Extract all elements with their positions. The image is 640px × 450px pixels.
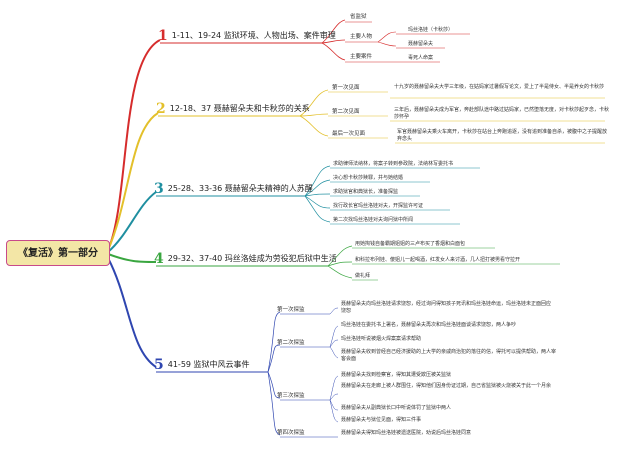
b1-item-maslova: 玛丝洛娃（卡秋莎） [408,27,454,33]
b1-item-nekhlyudov: 聂赫留朵夫 [408,41,434,47]
b3-item-lawyer: 求助律师法纳林，将案子转到参政院，法纳林写委托书 [333,161,454,167]
b5-item-visit-1: 聂赫留朵夫向玛丝洛娃请求饶恕，经过询问得知孩子死讯和玛丝洛娃命运，玛丝洛娃未正面… [341,301,552,314]
branch-2-label: 12-18、37 聂赫留朵夫和卡秋莎的关系 [169,104,310,113]
b2-node-last-meet[interactable]: 最后一次见面 [332,131,366,137]
branch-4-label: 29-32、37-40 玛丝洛娃成为劳役犯后狱中生活 [167,254,337,263]
b5-node-visit-4[interactable]: 第四次探监 [277,430,305,436]
branch-4-number: 4 [154,251,164,267]
b5-item-visit-3b: 聂赫留朵夫在走廊上被人群围住，得知他们因身份证过期，自己省监狱被火烧被关于此一个… [341,383,552,389]
b5-item-visit-4: 聂赫留朵夫得知玛丝洛娃被遗送医院，劝说后玛丝洛娃同意 [341,430,472,436]
b1-node-characters[interactable]: 主要人物 [350,34,373,40]
b4-item-service: 做礼拜 [355,273,371,279]
root-node[interactable]: 《复活》第一部分 [6,240,110,266]
b3-item-second-ask: 第二次找玛丝洛娃对夫询问狱中所闻 [333,217,414,223]
b5-item-visit-2a: 玛丝洛娃在委托书上署名，聂赫留朵夫再次和玛丝洛娃面谈请求饶恕，两人争吵 [341,322,517,328]
b5-item-visit-3c: 聂赫留朵夫从副典狱长口中听说体罚了监狱中两人 [341,405,452,411]
b4-item-drinking: 和科拉布列娃、傻姐儿一起喝酒，红发女人来讨酒，几人扭打被男看守拉开 [355,257,521,263]
b5-item-visit-3d: 聂赫留朵夫与狱位见面，得知三件事 [341,417,422,423]
b5-item-visit-2c: 聂赫留朵夫收到曾经自己经济援助的上大学的亲戚商治犯的落往的信，得托可以提供帮助，… [341,349,557,362]
b3-item-marry: 决心想卡秋莎赎罪，并与她结婚 [333,175,404,181]
link-root-b5 [107,257,157,368]
b2-node-first-meet[interactable]: 第一次见面 [332,85,360,91]
b5-item-visit-2b: 玛丝洛娃听说被烟火焊案案请求帮助 [341,336,422,342]
b5-item-visit-3a: 聂赫留朵夫找到检察官，得知其遭受欺压被关监狱 [341,372,452,378]
b2-item-second-meet: 三年后，聂赫留朵夫成为军官，奔赴部队途中路过姑妈家，已然堕落无度，对卡秋莎起歹念… [394,107,610,120]
b2-item-last-meet: 军官聂赫留朵夫乘火车离开，卡秋莎在站台上奔跑追逐，没有追到准备自杀，被腹中之子提… [397,129,608,142]
branch-3-number: 3 [154,181,164,197]
branch-5-number: 5 [154,357,164,373]
branch-2-number: 2 [156,101,166,117]
branch-5-label: 41-59 监狱中风云事件 [167,360,250,369]
link-root-b2 [107,112,159,251]
b1-node-prison[interactable]: 省监狱 [350,14,367,20]
link-root-b4 [107,253,157,263]
b2-node-second-meet[interactable]: 第二次见面 [332,109,360,115]
link-root-b1 [107,39,161,251]
branch-3-label: 25-28、33-36 聂赫留朵夫精神的人苏醒 [167,184,313,193]
b2-item-first-meet: 十九岁的聂赫留朵夫大学三年级，在姑妈家过暑假写论文，爱上了半是侍女、半是养女的卡… [394,84,605,90]
branch-1-number: 1 [158,28,168,44]
b3-item-visit-prep: 求助狱官和典狱长，准备探监 [333,189,399,195]
b5-node-visit-3[interactable]: 第三次探监 [277,393,305,399]
b5-node-visit-2[interactable]: 第二次探监 [277,340,305,346]
b1-node-case[interactable]: 主要案件 [350,54,373,60]
b1-item-poison-case: 毒死人命案 [408,55,434,61]
b3-item-permit: 找行政长官玛丝洛娃对夫，开探监许可证 [333,203,424,209]
b4-item-bread: 用她掏钱自备霸期姐姐的三卢布买了香烟和白面包 [355,241,466,247]
link-root-b3 [107,191,157,253]
branch-1-label: 1-11、19-24 监狱环境、人物出场、案件审理 [171,31,336,40]
b5-node-visit-1[interactable]: 第一次探监 [277,307,305,313]
